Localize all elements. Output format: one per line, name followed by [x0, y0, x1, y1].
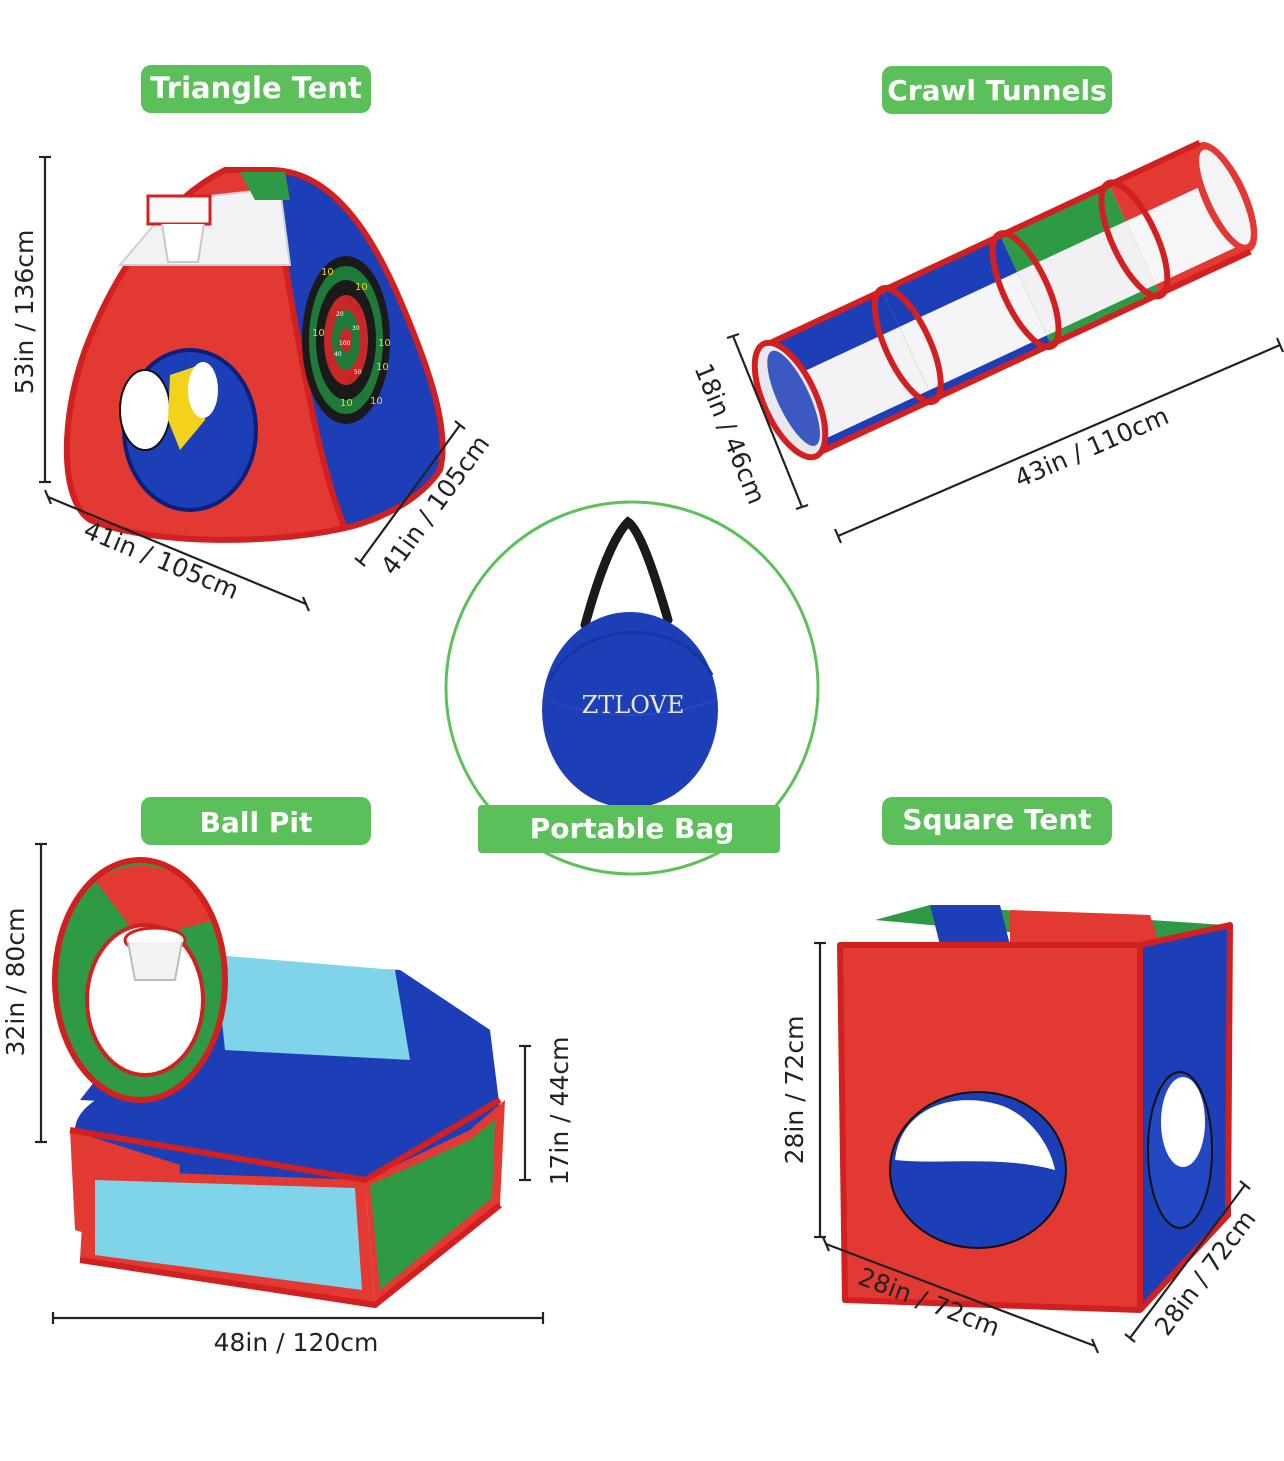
basketball-hoop-icon — [146, 194, 212, 263]
square-height-dimension: 28in / 72cm — [780, 941, 826, 1239]
pit-wall-dimension: 17in / 44cm — [519, 1037, 574, 1186]
svg-text:10: 10 — [370, 396, 383, 407]
pit-height-text: 32in / 80cm — [1, 908, 30, 1057]
svg-text:50: 50 — [354, 369, 362, 376]
crawl-tunnel-illustration — [751, 140, 1258, 461]
ball-pit-illustration — [52, 857, 505, 1308]
pit-height-dimension: 32in / 80cm — [1, 842, 47, 1144]
svg-text:100: 100 — [339, 340, 351, 347]
svg-text:10: 10 — [376, 362, 389, 373]
triangle-tent-illustration: 10 10 10 10 10 10 10 20 30 40 50 100 — [63, 167, 446, 543]
square-tent-illustration — [837, 905, 1233, 1313]
triangle-height-dimension: 53in / 136cm — [10, 155, 51, 484]
ball-pit-label: Ball Pit — [200, 806, 313, 839]
svg-text:10: 10 — [312, 328, 325, 339]
ball-pit-label-badge: Ball Pit — [141, 797, 371, 845]
triangle-tent-label-badge: Triangle Tent — [141, 65, 371, 113]
svg-text:10: 10 — [340, 398, 353, 409]
dartboard-icon: 10 10 10 10 10 10 10 20 30 40 50 100 — [302, 256, 391, 424]
svg-text:30: 30 — [352, 325, 360, 332]
crawl-tunnels-label-badge: Crawl Tunnels — [882, 66, 1112, 114]
ball-pit-hoop-icon — [123, 926, 187, 981]
svg-text:10: 10 — [321, 267, 334, 278]
pit-width-dimension: 48in / 120cm — [51, 1312, 545, 1357]
bag-brand-text: ZTLOVE — [582, 691, 685, 719]
tunnel-length-text: 43in / 110cm — [1010, 401, 1173, 493]
svg-text:20: 20 — [336, 311, 344, 318]
svg-text:10: 10 — [378, 338, 391, 349]
svg-text:10: 10 — [355, 282, 368, 293]
square-tent-label-badge: Square Tent — [882, 797, 1112, 845]
portable-bag-label-badge: Portable Bag — [478, 805, 780, 853]
triangle-height-text: 53in / 136cm — [10, 230, 39, 395]
pit-width-text: 48in / 120cm — [214, 1328, 379, 1357]
svg-text:40: 40 — [334, 351, 342, 358]
square-height-text: 28in / 72cm — [780, 1016, 809, 1165]
crawl-tunnels-label: Crawl Tunnels — [887, 74, 1107, 107]
portable-bag-illustration: ZTLOVE — [444, 500, 820, 876]
pit-wall-text: 17in / 44cm — [545, 1037, 574, 1186]
portable-bag-label: Portable Bag — [530, 812, 735, 845]
triangle-tent-label: Triangle Tent — [150, 71, 362, 105]
square-tent-label: Square Tent — [902, 803, 1091, 836]
